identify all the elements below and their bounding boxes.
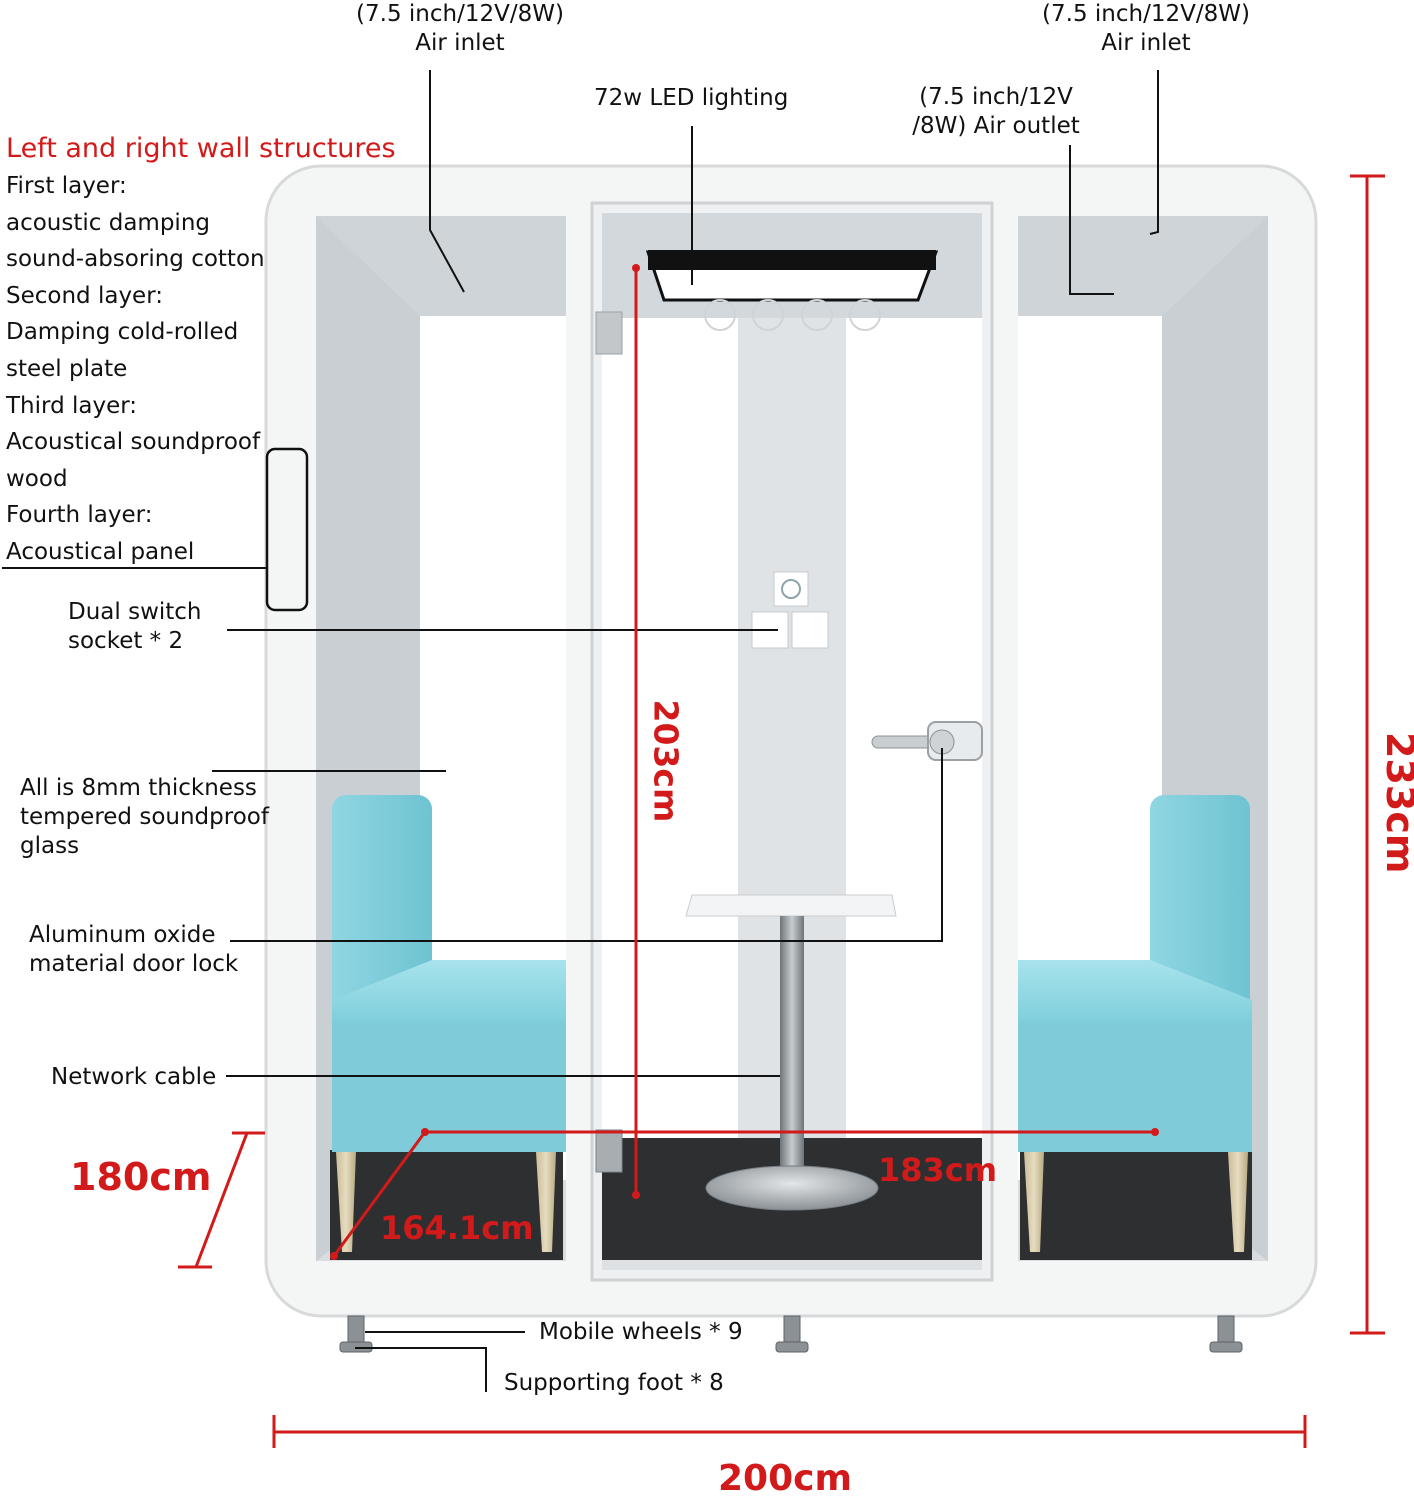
- width-dimension: 200cm: [718, 1458, 852, 1499]
- total-height-dimension: 233cm: [1378, 732, 1414, 874]
- air-inlet-right-name: Air inlet: [1101, 30, 1191, 56]
- wall-layer-line: steel plate: [6, 355, 128, 382]
- wall-layer-line: First layer:: [6, 173, 127, 199]
- glass-label: All is 8mm thickness tempered soundproof…: [20, 774, 269, 861]
- wall-layer-line: Third layer:: [6, 392, 138, 419]
- inner-diagonal-dimension: 164.1cm: [380, 1209, 534, 1247]
- bottom-hinge: [595, 1129, 623, 1173]
- mobile-wheels-label: Mobile wheels * 9: [539, 1319, 743, 1345]
- air-outlet-line2: /8W) Air outlet: [912, 113, 1080, 139]
- control-icons: [704, 299, 881, 331]
- wall-layer-line: wood: [6, 465, 68, 492]
- door-lock-label: Aluminum oxide material door lock: [29, 921, 238, 979]
- air-inlet-right-label: (7.5 inch/12V/8W) Air inlet: [1026, 0, 1266, 58]
- air-inlet-left-label: (7.5 inch/12V/8W) Air inlet: [340, 0, 580, 58]
- lock-line1: Aluminum oxide: [29, 922, 216, 948]
- air-inlet-left-name: Air inlet: [415, 30, 505, 56]
- inner-height-dimension: 203cm: [646, 699, 686, 823]
- wall-layer-line: Acoustical soundproof: [6, 429, 261, 456]
- network-cable-label: Network cable: [51, 1064, 217, 1090]
- inner-width-dimension: 183cm: [878, 1151, 998, 1189]
- feet: [339, 1315, 1243, 1353]
- depth-dimension: 180cm: [70, 1155, 212, 1199]
- air-inlet-left-spec: (7.5 inch/12V/8W): [356, 1, 564, 27]
- left-sofa: [332, 795, 566, 1252]
- wall-layer-line: Fourth layer:: [6, 502, 153, 529]
- right-sofa: [1018, 795, 1252, 1252]
- dimension-dots: [330, 264, 1159, 1260]
- dimension-lines: [178, 174, 1385, 1448]
- wall-layer-line: acoustic damping: [6, 209, 211, 236]
- dual-switch-socket-label: Dual switch socket * 2: [68, 598, 202, 656]
- left-compartment: [316, 216, 566, 1261]
- wall-structure-title: Left and right wall structures: [6, 133, 396, 164]
- wall-layer-line: Acoustical panel: [6, 538, 195, 565]
- socket-line1: Dual switch: [68, 599, 202, 625]
- air-outlet-label: (7.5 inch/12V /8W) Air outlet: [888, 83, 1104, 141]
- wall-layer-line: Second layer:: [6, 282, 164, 309]
- wall-sample-panel: [265, 447, 309, 612]
- leader-lines: [2, 70, 1159, 1392]
- socket-line2: socket * 2: [68, 628, 184, 654]
- air-inlet-right-spec: (7.5 inch/12V/8W): [1042, 1, 1250, 27]
- led-light: [645, 250, 939, 302]
- glass-line1: All is 8mm thickness: [20, 775, 257, 801]
- wall-layer-line: Damping cold-rolled: [6, 319, 239, 346]
- top-hinge: [595, 311, 623, 355]
- air-outlet-line1: (7.5 inch/12V: [919, 84, 1073, 110]
- led-lighting-label: 72w LED lighting: [594, 85, 789, 111]
- glass-line2: tempered soundproof: [20, 804, 269, 830]
- glass-line3: glass: [20, 833, 80, 859]
- wall-layers-list: First layer: acoustic damping sound-abso…: [6, 168, 265, 571]
- wall-layer-line: sound-absoring cotton: [6, 246, 265, 273]
- lock-line2: material door lock: [29, 951, 239, 977]
- supporting-foot-label: Supporting foot * 8: [504, 1370, 724, 1396]
